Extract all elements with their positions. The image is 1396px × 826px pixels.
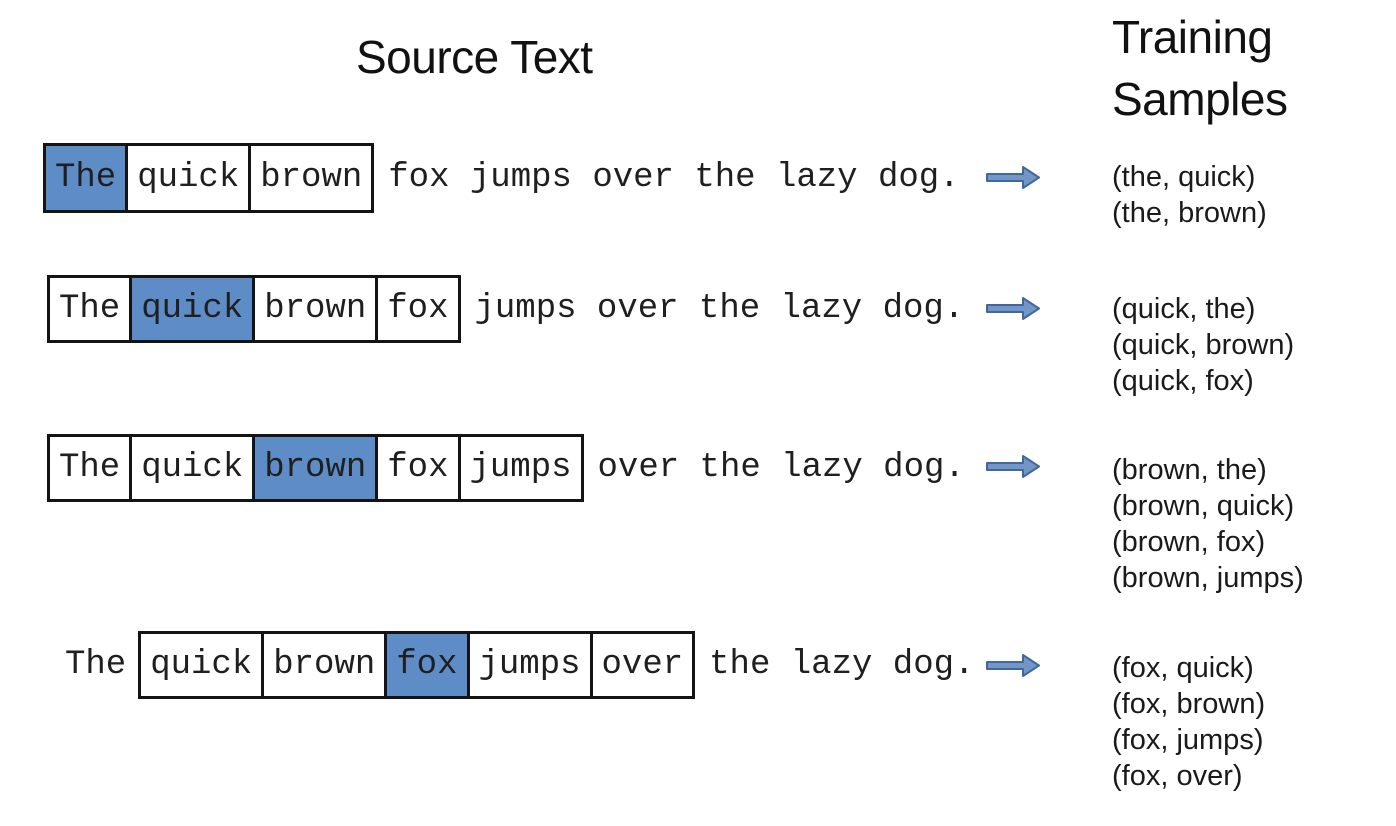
sentence-remainder: the lazy dog. <box>709 646 975 684</box>
context-word-box: The <box>47 434 133 502</box>
training-sample-line: (quick, the) <box>1112 293 1256 325</box>
training-samples-title: Training Samples <box>1112 11 1288 125</box>
highlighted-word-box: brown <box>252 434 379 502</box>
sentence-row-2: The quick brown fox jumps over the lazy … <box>47 275 964 343</box>
right-arrow-icon <box>986 652 1040 679</box>
training-samples-list-1: (the, quick) (the, brown) <box>1112 159 1267 231</box>
context-word-box: quick <box>125 143 252 213</box>
context-word-box: jumps <box>466 631 593 699</box>
sentence-prefix: The <box>65 646 127 684</box>
sentence-row-4: The quick brown fox jumps over the lazy … <box>65 631 974 699</box>
right-arrow-icon <box>986 295 1040 322</box>
right-arrow-icon <box>986 164 1040 191</box>
highlighted-word-box: The <box>43 143 129 213</box>
context-word-box: brown <box>261 631 388 699</box>
training-sample-line: (brown, the) <box>1112 454 1267 486</box>
context-word-box: brown <box>252 275 379 343</box>
sentence-remainder: jumps over the lazy dog. <box>474 290 965 328</box>
source-text-title: Source Text <box>356 31 593 83</box>
training-sample-line: (quick, fox) <box>1112 365 1254 397</box>
training-sample-line: (the, quick) <box>1112 161 1256 193</box>
context-word-box: The <box>47 275 133 343</box>
sentence-remainder: over the lazy dog. <box>597 449 965 487</box>
training-sample-line: (fox, jumps) <box>1112 724 1264 756</box>
context-word-box: quick <box>138 631 265 699</box>
training-sample-line: (quick, brown) <box>1112 329 1295 361</box>
training-samples-list-4: (fox, quick) (fox, brown) (fox, jumps) (… <box>1112 650 1265 794</box>
sentence-row-3: The quick brown fox jumps over the lazy … <box>47 434 965 502</box>
training-sample-line: (fox, over) <box>1112 760 1243 792</box>
context-word-box: fox <box>375 275 461 343</box>
training-samples-list-2: (quick, the) (quick, brown) (quick, fox) <box>1112 291 1294 399</box>
training-sample-line: (brown, jumps) <box>1112 562 1304 594</box>
highlighted-word-box: quick <box>129 275 256 343</box>
sentence-row-1: The quick brown fox jumps over the lazy … <box>43 143 960 213</box>
highlighted-word-box: fox <box>384 631 470 699</box>
training-sample-line: (the, brown) <box>1112 197 1267 229</box>
training-sample-line: (brown, quick) <box>1112 490 1295 522</box>
training-sample-line: (fox, quick) <box>1112 652 1254 684</box>
context-word-box: over <box>589 631 696 699</box>
context-word-box: brown <box>248 143 375 213</box>
right-arrow-icon <box>986 453 1040 480</box>
training-sample-line: (brown, fox) <box>1112 526 1266 558</box>
context-word-box: fox <box>375 434 461 502</box>
context-word-box: quick <box>129 434 256 502</box>
sentence-remainder: fox jumps over the lazy dog. <box>388 159 960 197</box>
context-word-box: jumps <box>457 434 584 502</box>
training-sample-line: (fox, brown) <box>1112 688 1266 720</box>
training-samples-list-3: (brown, the) (brown, quick) (brown, fox)… <box>1112 452 1304 596</box>
